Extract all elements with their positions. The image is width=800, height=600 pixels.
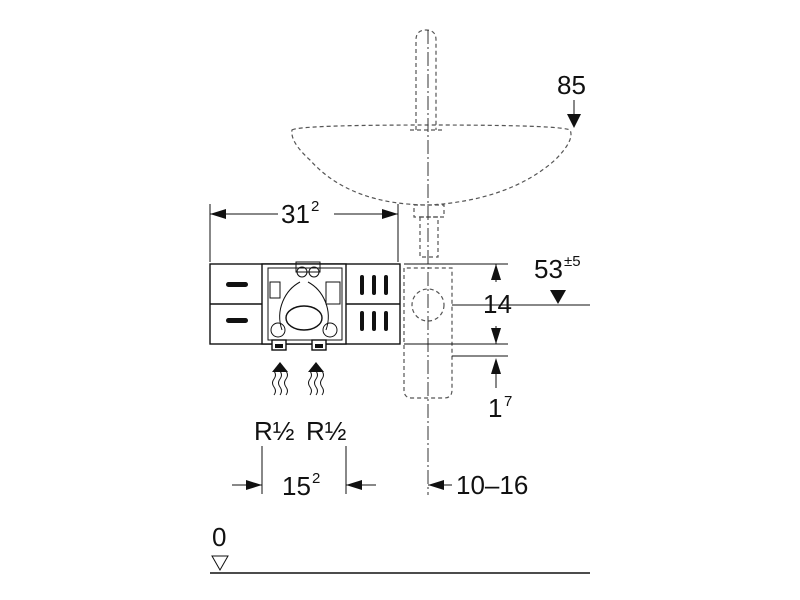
basin-dim-value: 85 xyxy=(557,70,586,100)
drain-height-sup: ±5 xyxy=(564,253,581,270)
faucet-outline xyxy=(410,29,442,131)
dimension-bottom-offset: 1 7 xyxy=(452,355,512,423)
inlet-spacing-sup: 2 xyxy=(312,470,320,487)
floor-level-value: 0 xyxy=(212,522,226,552)
box-height-value: 14 xyxy=(483,289,512,319)
dimension-drain-offset: 10–16 xyxy=(428,470,528,500)
drain-height-value: 53 xyxy=(534,254,563,284)
bottom-offset-value: 1 xyxy=(488,393,502,423)
installation-box xyxy=(209,261,401,351)
valve-mechanism xyxy=(267,261,343,341)
dimension-drain-height: 53 ±5 xyxy=(452,253,590,306)
water-supply-arrows xyxy=(272,362,324,396)
inlet-spacing-value: 15 xyxy=(282,471,311,501)
washbasin-outline xyxy=(291,124,572,206)
width-main-value: 31 xyxy=(281,199,310,229)
dimension-inlet-spacing: 15 2 xyxy=(232,446,376,501)
width-main-sup: 2 xyxy=(311,198,319,215)
dimension-width-main: 31 2 xyxy=(209,198,399,262)
bottom-offset-sup: 7 xyxy=(504,393,512,410)
inlet-left-label: R½ xyxy=(254,416,294,446)
inlet-right-label: R½ xyxy=(306,416,346,446)
pipe-connectors xyxy=(271,339,327,351)
floor-level: 0 xyxy=(210,522,590,574)
dimension-basin: 85 xyxy=(557,70,586,128)
box-slots-right xyxy=(360,275,388,331)
drain-offset-value: 10–16 xyxy=(456,470,528,500)
dimension-box-height: 14 xyxy=(404,263,512,345)
